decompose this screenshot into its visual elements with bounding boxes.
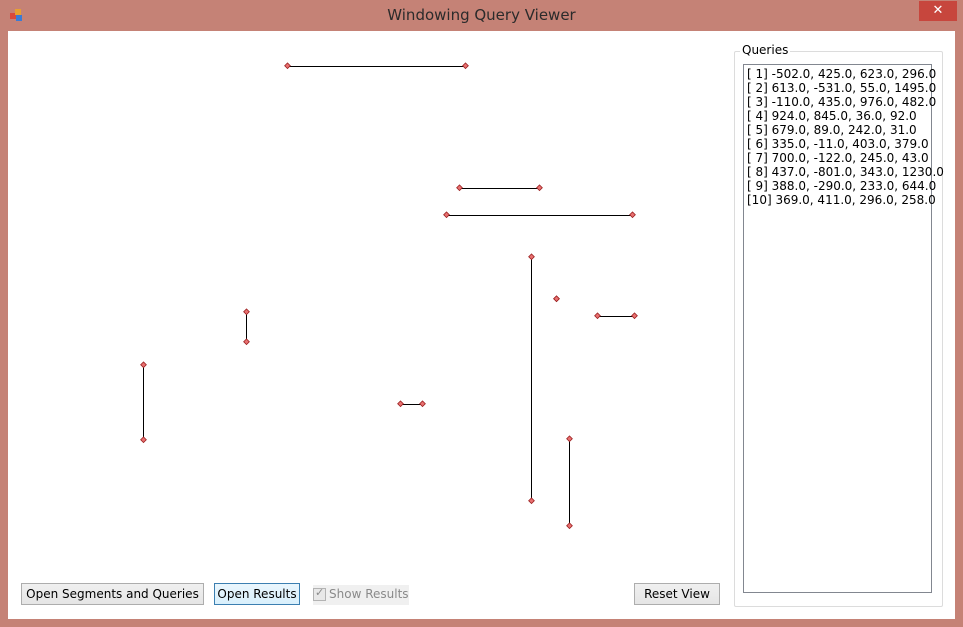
segment-endpoint: [243, 308, 250, 316]
segment-endpoint: [594, 312, 601, 320]
list-item[interactable]: [ 3] -110.0, 435.0, 976.0, 482.0: [747, 95, 937, 109]
list-item[interactable]: [ 1] -502.0, 425.0, 623.0, 296.0: [747, 67, 937, 81]
segment-endpoint: [243, 338, 250, 346]
show-results-checkbox[interactable]: ✓ Show Results: [313, 585, 409, 605]
reset-view-button[interactable]: Reset View: [634, 583, 720, 605]
segment-endpoint: [566, 522, 573, 530]
queries-groupbox-title: Queries: [740, 43, 791, 57]
segment-endpoint: [443, 211, 450, 219]
segment-endpoint: [140, 436, 147, 444]
segment-endpoint: [528, 253, 535, 261]
show-results-label: Show Results: [329, 587, 409, 601]
list-item[interactable]: [ 8] 437.0, -801.0, 343.0, 1230.0: [747, 165, 944, 179]
list-item[interactable]: [ 5] 679.0, 89.0, 242.0, 31.0: [747, 123, 917, 137]
list-item[interactable]: [ 9] 388.0, -290.0, 233.0, 644.0: [747, 179, 937, 193]
segment-endpoint: [140, 361, 147, 369]
checkbox-box[interactable]: ✓: [313, 586, 326, 601]
queries-listbox[interactable]: [ 1] -502.0, 425.0, 623.0, 296.0[ 2] 613…: [743, 64, 944, 593]
segment-endpoint: [284, 62, 291, 70]
segment-endpoint: [553, 295, 560, 303]
list-item[interactable]: [ 2] 613.0, -531.0, 55.0, 1495.0: [747, 81, 937, 95]
list-item[interactable]: [ 4] 924.0, 845.0, 36.0, 92.0: [747, 109, 917, 123]
title-bar: Windowing Query Viewer ✕: [0, 0, 963, 31]
close-button[interactable]: ✕: [919, 1, 957, 21]
app-icon: [10, 9, 22, 21]
open-results-button[interactable]: Open Results: [214, 583, 300, 605]
window-title: Windowing Query Viewer: [387, 6, 576, 24]
client-area: Open Segments and Queries Open Results ✓…: [8, 31, 955, 619]
list-item[interactable]: [ 6] 335.0, -11.0, 403.0, 379.0: [747, 137, 929, 151]
segment-endpoint: [566, 435, 573, 443]
segments-layer: [140, 62, 638, 530]
open-segments-button[interactable]: Open Segments and Queries: [21, 583, 204, 605]
segment-endpoint: [419, 400, 426, 408]
list-item[interactable]: [10] 369.0, 411.0, 296.0, 258.0: [747, 193, 936, 207]
queries-groupbox: [734, 51, 943, 607]
segment-endpoint: [629, 211, 636, 219]
list-item[interactable]: [ 7] 700.0, -122.0, 245.0, 43.0: [747, 151, 929, 165]
checkmark-icon: ✓: [315, 586, 325, 599]
segment-endpoint: [631, 312, 638, 320]
segment-canvas[interactable]: [8, 31, 728, 619]
segment-endpoint: [528, 497, 535, 505]
segment-endpoint: [462, 62, 469, 70]
segment-endpoint: [397, 400, 404, 408]
segment-endpoint: [536, 184, 543, 192]
segment-endpoint: [456, 184, 463, 192]
